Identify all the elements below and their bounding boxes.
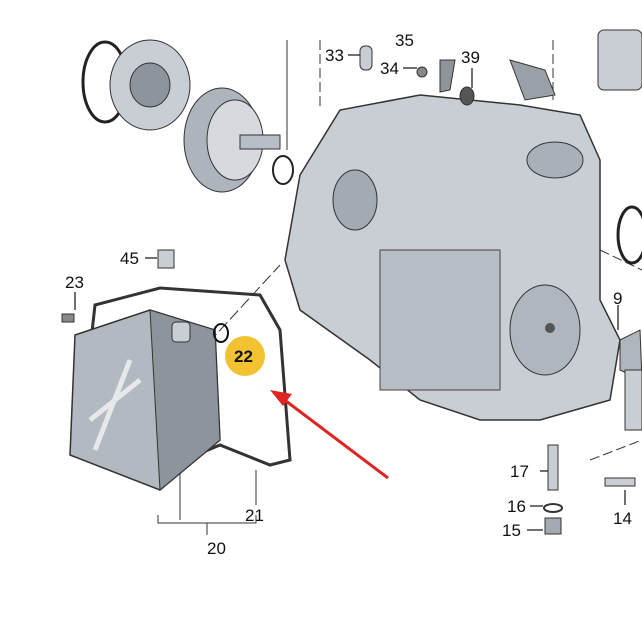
bracket-20	[157, 515, 257, 524]
label-20[interactable]: 20	[207, 539, 226, 558]
label-9[interactable]: 9	[613, 289, 622, 308]
leader-line	[164, 264, 281, 391]
label-45[interactable]: 45	[120, 249, 139, 268]
red-arrow	[270, 390, 389, 480]
seal-ring-22[interactable]	[213, 323, 229, 343]
bolts	[543, 444, 636, 535]
small-parts	[61, 29, 642, 431]
label-34[interactable]: 34	[380, 59, 399, 78]
label-16[interactable]: 16	[507, 497, 526, 516]
label-15[interactable]: 15	[502, 521, 521, 540]
label-35[interactable]: 35	[395, 31, 414, 50]
label-17[interactable]: 17	[510, 462, 529, 481]
label-14[interactable]: 14	[613, 509, 632, 528]
label-39[interactable]: 39	[461, 48, 480, 67]
label-23[interactable]: 23	[65, 273, 84, 292]
oil-pan	[69, 309, 221, 492]
clutch-assembly	[81, 39, 294, 193]
label-22[interactable]: 22	[234, 347, 253, 366]
highlight-marker	[225, 336, 265, 376]
label-21[interactable]: 21	[245, 506, 264, 525]
label-33[interactable]: 33	[325, 46, 344, 65]
transmission-housing	[284, 94, 621, 421]
